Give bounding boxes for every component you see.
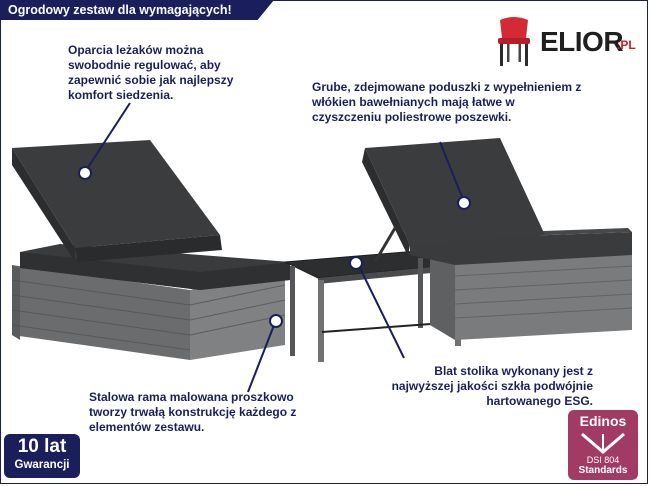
left-lounger: [11, 140, 290, 360]
elior-logo: ELIOR .PL: [490, 16, 640, 68]
warranty-label: Gwarancji: [14, 459, 70, 471]
note-backrest: Oparcia leżaków można swobodnie regulowa…: [68, 43, 234, 102]
hotspot-cushions[interactable]: [457, 196, 471, 210]
edinos-chevron-icon: [581, 432, 625, 454]
edinos-badge: Edinos DSI 804 Standards: [568, 410, 638, 480]
right-lounger: [362, 138, 633, 340]
callout-lines: [84, 102, 465, 393]
note-frame: Stalowa rama malowana proszkowo tworzy t…: [89, 390, 297, 434]
edinos-code: DSI 804: [586, 455, 620, 465]
headline-banner: Ogrodowy zestaw dla wymagających!: [0, 0, 274, 20]
hotspot-table-top[interactable]: [349, 256, 363, 270]
logo-wordmark: ELIOR: [540, 26, 624, 57]
edinos-standards: Standards: [578, 465, 628, 476]
logo-domain-suffix: .PL: [617, 38, 636, 52]
warranty-badge: 10 lat Gwarancji: [4, 434, 80, 478]
note-cushions: Grube, zdejmowane poduszki z wypełnienie…: [312, 80, 582, 124]
hotspot-frame[interactable]: [269, 314, 283, 328]
note-table-top: Blat stolika wykonany jest z najwyższej …: [391, 364, 593, 408]
red-chair-icon: [498, 17, 530, 66]
warranty-years: 10 lat: [17, 436, 67, 457]
edinos-title: Edinos: [579, 413, 627, 429]
hotspot-backrest[interactable]: [78, 166, 92, 180]
